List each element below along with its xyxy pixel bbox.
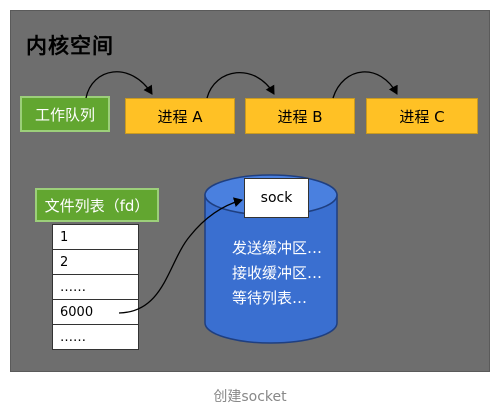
process-a-box: 进程 A: [125, 98, 235, 134]
diagram-title: 内核空间: [26, 34, 114, 58]
arrow-b-to-c: [332, 71, 398, 99]
file-list-header: 文件列表（fd）: [35, 188, 159, 222]
arrow-fd-to-sock: [118, 197, 243, 314]
sock-box: sock: [244, 178, 309, 218]
process-b-box: 进程 B: [245, 98, 355, 134]
work-queue-box: 工作队列: [20, 96, 110, 132]
wait-list-label: 等待列表…: [232, 289, 308, 307]
file-row-6000: 6000: [52, 299, 139, 325]
send-buffer-label: 发送缓冲区…: [232, 239, 323, 257]
file-row: ……: [52, 324, 139, 350]
process-c-box: 进程 C: [366, 98, 478, 134]
arrow-queue-to-a: [85, 71, 153, 99]
file-row: 2: [52, 249, 139, 275]
arrow-a-to-b: [206, 71, 275, 99]
receive-buffer-label: 接收缓冲区…: [232, 264, 323, 282]
figure-caption: 创建socket: [213, 389, 287, 405]
